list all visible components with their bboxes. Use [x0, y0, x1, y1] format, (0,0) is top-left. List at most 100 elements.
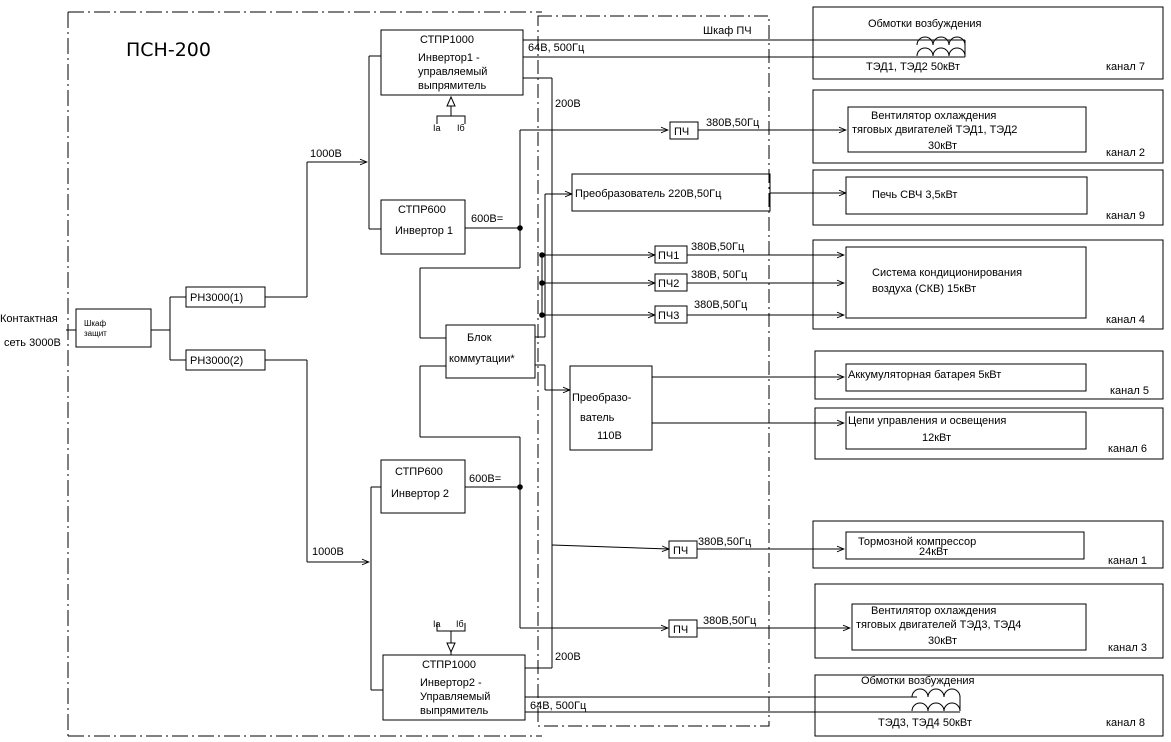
converter-110-box [569, 365, 653, 451]
diagram-title: ПСН-200 [126, 39, 211, 61]
ia-bottom-label: Ia [433, 619, 441, 629]
stpr1000-top-l1: СТПР1000 [420, 34, 474, 46]
ch9-l1: Печь СВЧ 3,5кВт [872, 189, 957, 201]
volt-1000-top: 1000В [310, 148, 342, 160]
pch-low-label: ПЧ [673, 624, 688, 636]
ch1-l2: 24кВт [919, 546, 948, 558]
ib-top-label: Iб [457, 123, 465, 133]
switch-block-l1: Блок [467, 332, 492, 344]
channel-3-frame [814, 583, 1164, 659]
ch2-channel: канал 2 [1106, 147, 1145, 159]
ch9-load-box [845, 176, 1088, 215]
pch2-label: ПЧ2 [658, 278, 679, 290]
stpr1000-bottom-l2: Инвертор2 - [420, 677, 482, 689]
ch2-l3: 30кВт [928, 140, 957, 152]
ch2-l1: Вентилятор охлаждения [871, 110, 996, 122]
ch5-l1: Аккумуляторная батарея 5кВт [848, 369, 1001, 381]
stpr600-top-l2: Инвертор 1 [395, 225, 453, 237]
stpr1000-top-l3: управляемый [418, 66, 487, 78]
volt-600-bottom: 600В= [469, 473, 501, 485]
ch3-l1: Вентилятор охлаждения [871, 605, 996, 617]
pch-top-label: ПЧ [674, 126, 689, 138]
ch4-channel: канал 4 [1106, 314, 1145, 326]
v380-low: 380В,50Гц [703, 615, 757, 627]
ch9-channel: канал 9 [1106, 210, 1145, 222]
ch6-l1: Цепи управления и освещения [848, 415, 1006, 427]
pch1-label: ПЧ1 [658, 250, 679, 262]
ch1-channel: канал 1 [1108, 555, 1147, 567]
cabinet-frame [537, 15, 770, 727]
ch3-channel: канал 3 [1108, 642, 1147, 654]
source-label-2: сеть 3000В [4, 337, 61, 349]
stpr600-top-box [380, 199, 466, 255]
pch3-label: ПЧ3 [658, 310, 679, 322]
v380-top: 380В,50Гц [706, 117, 760, 129]
volt-200-bottom: 200В [555, 651, 581, 663]
ch5-channel: канал 5 [1110, 385, 1149, 397]
ch7-l1: Обмотки возбуждения [868, 18, 982, 30]
ch8-l1: Обмотки возбуждения [861, 675, 975, 687]
pch-mid-label: ПЧ [673, 545, 688, 557]
stpr1000-top-l4: выпрямитель [418, 80, 486, 92]
channel-7-frame [812, 6, 1164, 80]
ch8-channel: канал 8 [1106, 717, 1145, 729]
ch4-l2: воздуха (СКВ) 15кВт [872, 283, 976, 295]
volt-600-top: 600В= [471, 213, 503, 225]
ch4-l1: Система кондиционирования [872, 267, 1022, 279]
protection-box [75, 308, 152, 348]
protection-label-2: защит [84, 329, 107, 338]
ch1-load-box [845, 531, 1085, 560]
stpr1000-bottom-l3: Управляемый [420, 691, 490, 703]
stpr1000-bottom-l1: СТПР1000 [422, 659, 476, 671]
ch1-l1: Тормозной компрессор [858, 536, 976, 548]
stpr1000-top-box [380, 29, 524, 96]
ch2-l2: тяговых двигателей ТЭД1, ТЭД2 [852, 124, 1017, 136]
channel-5-frame [814, 350, 1164, 400]
v380-pch3: 380В,50Гц [694, 299, 748, 311]
ch5-load-box [845, 363, 1087, 392]
converter-110-l1: Преобразо- [572, 392, 632, 404]
ch3-load-box [851, 603, 1087, 651]
ch2-load-box [847, 106, 1087, 153]
rn3000-1-label: РН3000(1) [190, 292, 243, 304]
stpr600-bottom-l2: Инвертор 2 [391, 488, 449, 500]
switch-block-l2: коммутации* [449, 353, 515, 365]
ch6-load-box [845, 411, 1087, 450]
converter-110-l3: 110В [597, 430, 622, 442]
channel-9-frame [812, 169, 1164, 226]
protection-label-1: Шкаф [84, 319, 106, 328]
v380-pch2: 380В, 50Гц [691, 269, 748, 281]
stpr600-top-l1: СТПР600 [398, 204, 446, 216]
ch6-l2: 12кВт [922, 432, 951, 444]
switch-block-box [445, 324, 536, 379]
ch3-l2: тяговых двигателей ТЭД3, ТЭД4 [856, 619, 1021, 631]
v380-mid: 380В,50Гц [698, 536, 752, 548]
volt-64-bottom: 64В, 500Гц [530, 700, 587, 712]
stpr1000-top-l2: Инвертор1 - [418, 52, 480, 64]
ch7-channel: канал 7 [1106, 61, 1145, 73]
stpr1000-bottom-l4: выпрямитель [420, 705, 488, 717]
channel-8-frame [814, 674, 1164, 737]
ch3-l3: 30кВт [928, 635, 957, 647]
v380-pch1: 380В,50Гц [691, 241, 745, 253]
ch7-l2: ТЭД1, ТЭД2 50кВт [866, 61, 960, 73]
cabinet-label: Шкаф ПЧ [703, 25, 752, 37]
volt-200-top: 200В [555, 98, 581, 110]
channel-4-frame [812, 239, 1164, 330]
channel-6-frame [814, 407, 1164, 460]
volt-64-top: 64В, 500Гц [528, 42, 585, 54]
ch8-l2: ТЭД3, ТЭД4 50кВт [878, 717, 972, 729]
converter-110-l2: ватель [580, 412, 615, 424]
channel-2-frame [812, 89, 1164, 164]
converter-220-label: Преобразователь 220В,50Гц [575, 188, 722, 200]
rn3000-2-label: РН3000(2) [190, 355, 243, 367]
ib-bottom-label: Iб [456, 619, 464, 629]
stpr600-bottom-l1: СТПР600 [395, 466, 443, 478]
stpr1000-bottom-box [382, 654, 526, 721]
ia-top-label: Ia [433, 123, 441, 133]
channel-1-frame [812, 520, 1164, 569]
source-label-1: Контактная [0, 313, 58, 325]
volt-1000-bottom: 1000В [312, 546, 344, 558]
ch6-channel: канал 6 [1108, 443, 1147, 455]
